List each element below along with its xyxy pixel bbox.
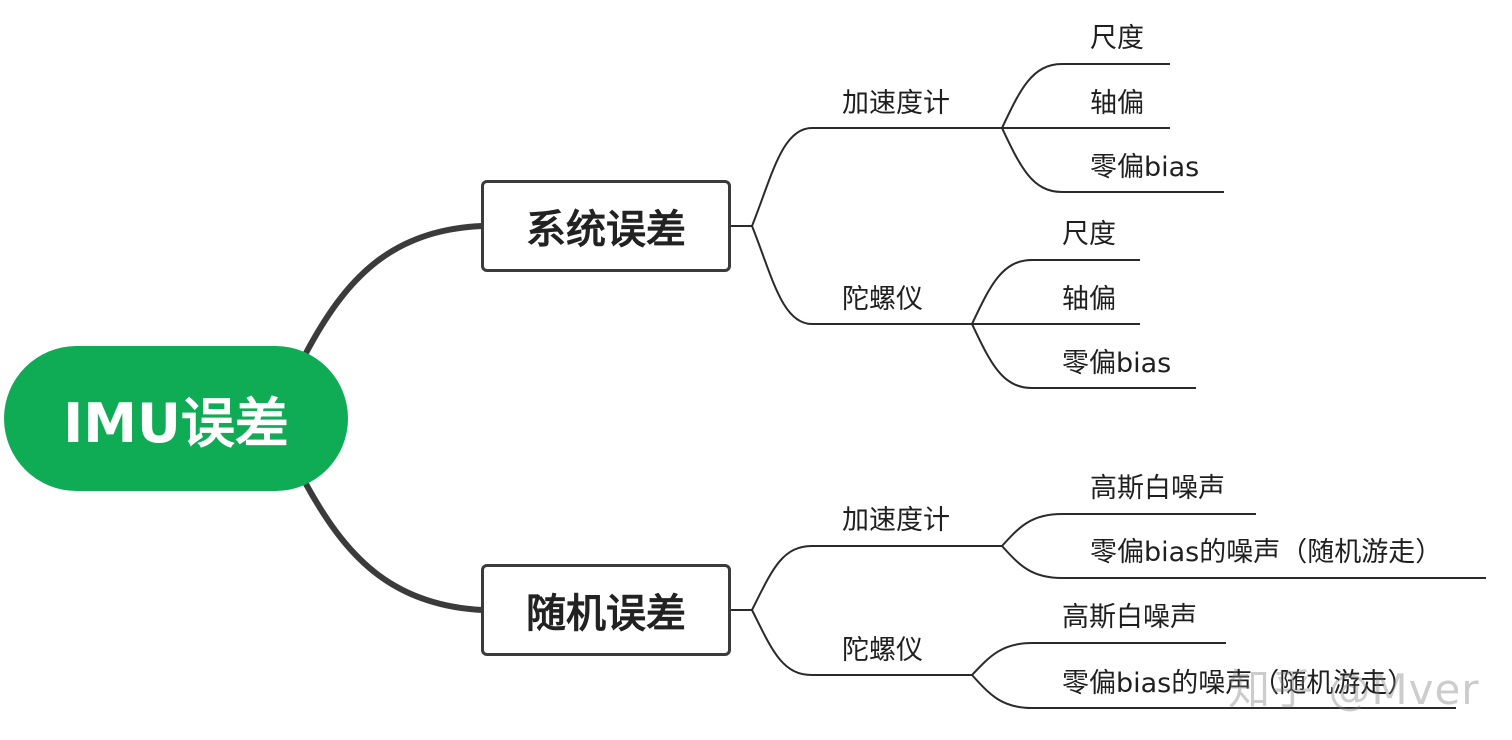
- sys-gyro-item[interactable]: 轴偏: [1062, 284, 1116, 315]
- connector-root-systematic: [303, 223, 483, 355]
- root-node[interactable]: IMU误差: [4, 346, 348, 491]
- random-error-node[interactable]: 随机误差: [481, 564, 731, 656]
- connector-rand-gyro-item-2: [971, 674, 1456, 709]
- sys-gyro-item[interactable]: 零偏bias: [1062, 348, 1172, 379]
- connector-sys-accel-item-1: [1001, 63, 1170, 129]
- connector-root-random: [303, 482, 483, 613]
- connector-random-gyro: [751, 609, 972, 676]
- rand-accel-item[interactable]: 零偏bias的噪声（随机游走）: [1090, 537, 1443, 568]
- sys-accelerometer-label[interactable]: 加速度计: [842, 88, 950, 119]
- connector-systematic-accel: [730, 127, 1002, 227]
- systematic-error-node[interactable]: 系统误差: [481, 180, 731, 272]
- connector-rand-accel-item-1: [1001, 513, 1256, 547]
- rand-gyro-item[interactable]: 高斯白噪声: [1062, 602, 1197, 633]
- rand-accelerometer-label[interactable]: 加速度计: [842, 505, 950, 536]
- connector-sys-gyro-item-1: [971, 259, 1140, 325]
- sys-accel-item[interactable]: 尺度: [1090, 23, 1144, 54]
- sys-accel-item[interactable]: 轴偏: [1090, 88, 1144, 119]
- root-label: IMU误差: [63, 392, 289, 455]
- systematic-error-label: 系统误差: [526, 207, 686, 253]
- connector-rand-gyro-item-1: [971, 642, 1226, 676]
- rand-gyroscope-label[interactable]: 陀螺仪: [842, 635, 923, 666]
- connector-random-accel: [730, 545, 1002, 611]
- zhihu-watermark: 知乎 @Mver: [1228, 665, 1480, 714]
- rand-gyro-item[interactable]: 零偏bias的噪声（随机游走）: [1062, 668, 1415, 699]
- connector-systematic-gyro: [751, 225, 972, 325]
- rand-accel-item[interactable]: 高斯白噪声: [1090, 473, 1225, 504]
- connector-sys-accel-item-3: [1001, 127, 1224, 193]
- connector-sys-gyro-item-3: [971, 323, 1196, 389]
- sys-gyro-item[interactable]: 尺度: [1062, 219, 1116, 250]
- random-error-label: 随机误差: [526, 591, 686, 637]
- connector-rand-accel-item-2: [1001, 545, 1486, 579]
- sys-gyroscope-label[interactable]: 陀螺仪: [842, 284, 923, 315]
- sys-accel-item[interactable]: 零偏bias: [1090, 152, 1200, 183]
